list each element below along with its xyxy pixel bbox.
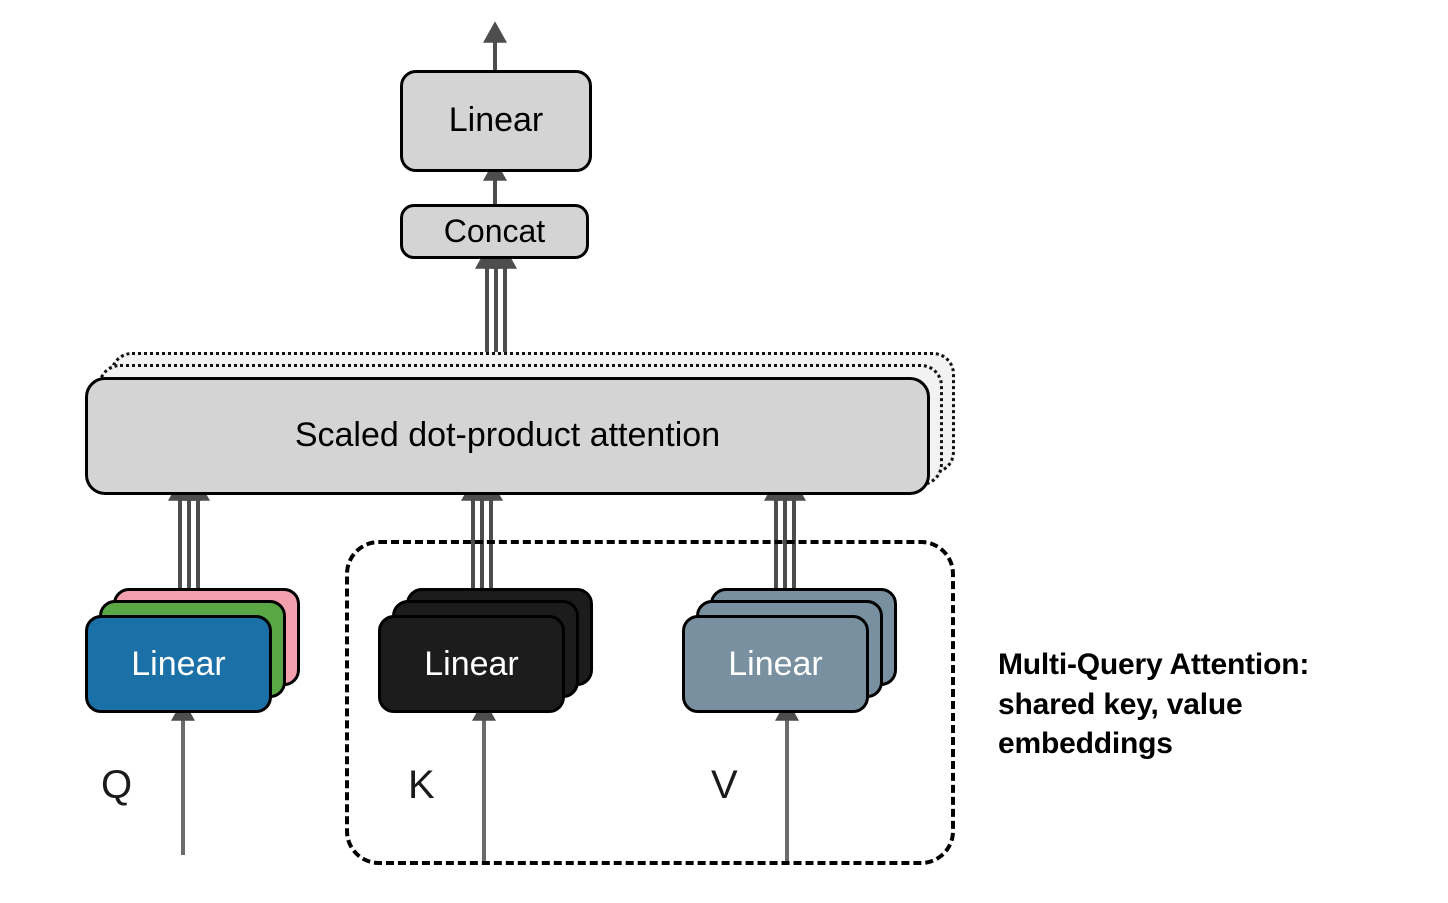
k-label-text: K: [408, 763, 435, 807]
q-label-text: Q: [101, 763, 133, 807]
shared-kv-group-box: [345, 540, 955, 865]
q-linear-label: Linear: [131, 644, 226, 683]
annotation-line-3: embeddings: [998, 727, 1173, 761]
k-linear-box[interactable]: Linear: [378, 615, 565, 713]
q-linear-box[interactable]: Linear: [85, 615, 272, 713]
input-label-k: K: [408, 763, 435, 808]
annotation-line-1: Multi-Query Attention:: [998, 648, 1310, 681]
v-linear-box[interactable]: Linear: [682, 615, 869, 713]
concat-label: Concat: [443, 212, 546, 249]
input-label-q: Q: [101, 763, 132, 808]
v-label-text: V: [711, 763, 738, 807]
output-linear-label: Linear: [448, 101, 544, 140]
annotation-line-2: shared key, value: [998, 687, 1243, 721]
output-linear-box[interactable]: Linear: [400, 70, 592, 172]
q-linear-stack[interactable]: Linear: [85, 588, 300, 718]
k-linear-stack[interactable]: Linear: [378, 588, 593, 718]
v-linear-label: Linear: [728, 644, 823, 683]
concat-box[interactable]: Concat: [400, 204, 589, 259]
v-linear-stack[interactable]: Linear: [682, 588, 897, 718]
attention-label: Scaled dot-product attention: [294, 416, 721, 455]
annotation-multi-query-attention: Multi-Query Attention: shared key, value…: [998, 645, 1418, 764]
k-linear-label: Linear: [424, 644, 519, 683]
input-label-v: V: [711, 763, 738, 808]
scaled-dot-product-attention-box[interactable]: Scaled dot-product attention: [85, 377, 930, 495]
